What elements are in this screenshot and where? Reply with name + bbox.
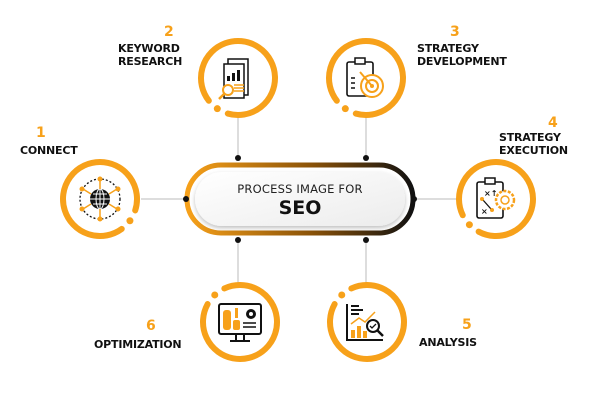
- center-title: SEO: [278, 197, 322, 219]
- step-ring-dot: [341, 105, 349, 113]
- step-title: RESEARCH: [118, 55, 183, 68]
- connector-dot: [235, 155, 241, 161]
- step-ring-dot: [213, 105, 221, 113]
- clipboard-target-icon: [346, 57, 384, 98]
- step-title: OPTIMIZATION: [94, 338, 182, 351]
- step-number: 2: [164, 24, 174, 40]
- connector-dots: [183, 155, 417, 243]
- step-title: CONNECT: [20, 144, 78, 157]
- clipboard-gear-icon: ×↑ ×: [476, 177, 516, 219]
- globe-network-icon: [79, 176, 121, 222]
- step-ring: [60, 159, 140, 239]
- step-ring-dot: [465, 221, 473, 229]
- connector-dot: [183, 196, 189, 202]
- connector-dot: [411, 196, 417, 202]
- connector-dot: [363, 155, 369, 161]
- step-ring: [327, 282, 407, 362]
- step-ring-dot: [126, 217, 134, 225]
- connector-dot: [235, 237, 241, 243]
- step-ring: [198, 38, 278, 118]
- step-title: KEYWORD: [118, 42, 180, 55]
- svg-text:×: ×: [481, 207, 488, 216]
- step-ring: [456, 159, 536, 239]
- step-title: EXECUTION: [499, 144, 568, 157]
- center-subtitle: PROCESS IMAGE FOR: [237, 182, 363, 196]
- svg-text:×↑: ×↑: [484, 189, 497, 198]
- chart-magnifier-icon: [346, 304, 384, 341]
- step-ring: [326, 38, 406, 118]
- step-number: 5: [462, 317, 472, 333]
- step-title: STRATEGY: [417, 42, 479, 55]
- report-magnifier-icon: [218, 58, 249, 100]
- step-ring: [200, 282, 280, 362]
- step-title: STRATEGY: [499, 131, 561, 144]
- step-title: ANALYSIS: [419, 336, 477, 349]
- step-number: 4: [548, 115, 558, 131]
- connectors: [141, 116, 458, 284]
- step-ring-dot: [211, 291, 219, 299]
- monitor-tools-icon: [218, 303, 262, 342]
- step-number: 6: [146, 318, 156, 334]
- connector-dot: [363, 237, 369, 243]
- step-title: DEVELOPMENT: [417, 55, 507, 68]
- step-number: 1: [36, 125, 46, 141]
- step-ring-dot: [338, 291, 346, 299]
- step-number: 3: [450, 24, 460, 40]
